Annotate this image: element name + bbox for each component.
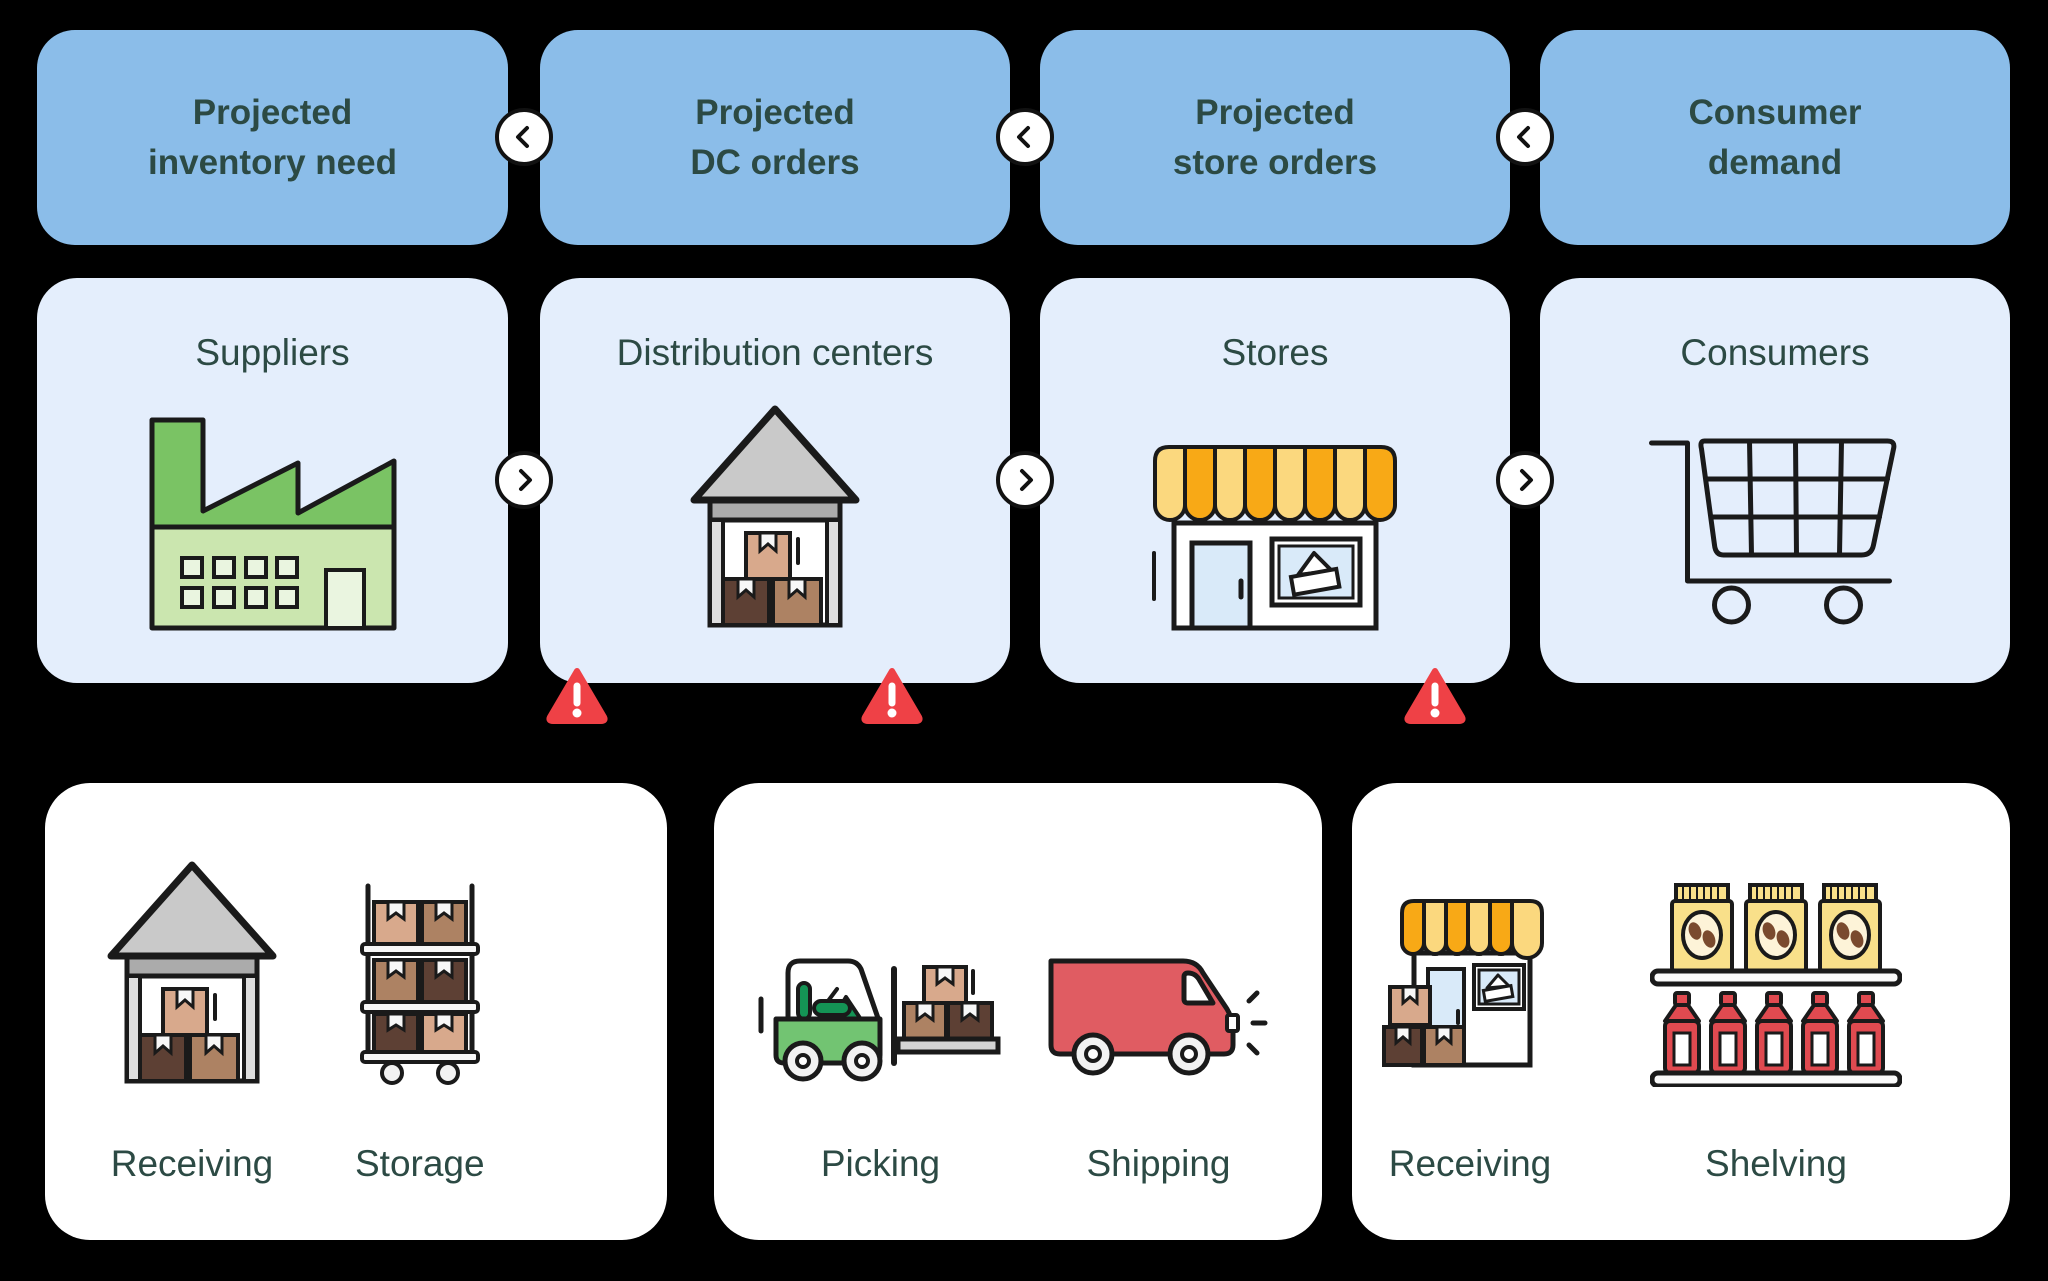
station-label: Storage [355,1143,485,1184]
stage-label: Projected [695,92,855,132]
chevron-left-icon [495,108,553,166]
warning-icon [545,666,609,724]
stage-projected-inventory-need: Projected inventory need [37,30,508,245]
chevron-right-icon [996,451,1054,509]
chevron-right-icon [1496,451,1554,509]
shopping-cart-icon [1648,433,1903,631]
shelf-products-icon [1650,849,1902,1087]
station-receiving: Receiving [107,849,277,1185]
stage-consumer-demand: Consumer demand [1540,30,2010,245]
stage-label: store orders [1172,142,1378,182]
station-label: Shelving [1705,1143,1847,1184]
stage-distribution-centers: Distribution centers [540,278,1010,683]
card-store-operations: Receiving [1352,783,2010,1240]
factory-icon [149,417,397,631]
chevron-left-icon [1496,108,1554,166]
station-label: Shipping [1086,1143,1231,1184]
stage-label: DC orders [690,142,860,182]
stage-label: Projected [1195,92,1355,132]
stage-consumers: Consumers [1540,278,2010,683]
card-fulfillment-operations: Picking Shippi [714,783,1322,1240]
station-label: Receiving [110,1143,274,1184]
stage-title: Consumers [1680,332,1870,373]
station-label: Receiving [1388,1143,1552,1184]
stage-title: Suppliers [195,332,350,373]
forklift-icon [758,849,1003,1087]
delivery-van-icon [1041,849,1276,1087]
stage-label: Consumer [1688,92,1862,132]
stage-suppliers: Suppliers [37,278,508,683]
warning-icon [860,666,924,724]
storefront-receiving-icon [1382,849,1558,1087]
warehouse-icon [690,401,860,631]
station-label: Picking [820,1143,941,1184]
chevron-right-icon [495,451,553,509]
station-picking: Picking [758,849,1003,1185]
storefront-icon [1146,435,1404,631]
stage-projected-dc-orders: Projected DC orders [540,30,1010,245]
station-shelving: Shelving [1650,849,1902,1185]
stage-label: inventory need [148,142,397,182]
station-shipping: Shipping [1041,849,1276,1185]
stage-projected-store-orders: Projected store orders [1040,30,1510,245]
stage-title: Distribution centers [616,332,934,373]
stage-label: demand [1707,142,1843,182]
warning-icon [1403,666,1467,724]
storage-rack-icon [359,849,480,1087]
warehouse-icon [107,849,277,1087]
stage-stores: Stores [1040,278,1510,683]
station-storage: Storage [355,849,485,1185]
station-store-receiving: Receiving [1382,849,1558,1185]
stage-title: Stores [1221,332,1329,373]
chevron-left-icon [996,108,1054,166]
card-dc-operations: Receiving [45,783,667,1240]
stage-label: Projected [192,92,353,132]
